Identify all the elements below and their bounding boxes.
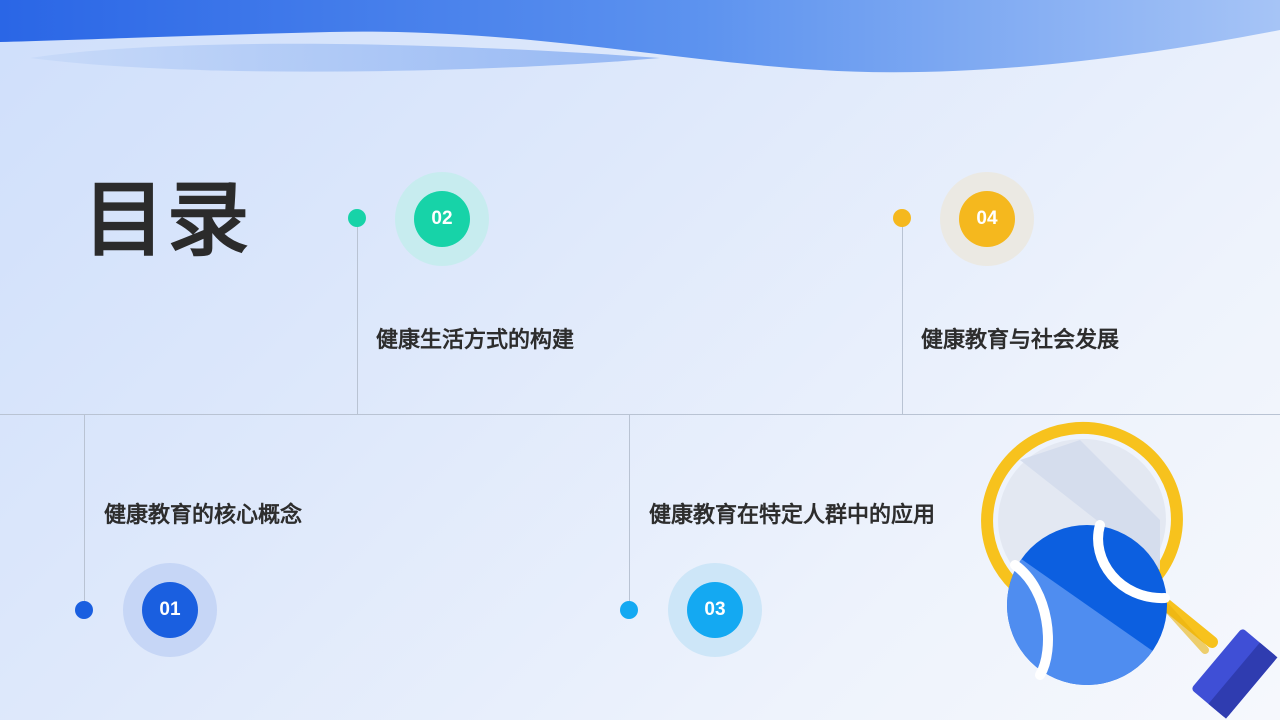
- badge-number-04: 04: [959, 191, 1015, 247]
- badge-number-03: 03: [687, 582, 743, 638]
- page-title: 目录: [83, 173, 252, 268]
- badge-04: 04: [940, 172, 1034, 266]
- badge-01: 01: [123, 563, 217, 657]
- toc-item-03[interactable]: 健康教育在特定人群中的应用: [649, 503, 936, 528]
- toc-item-01[interactable]: 健康教育的核心概念: [104, 503, 303, 528]
- timeline-dot-02: [348, 209, 366, 227]
- timeline-dot-04: [893, 209, 911, 227]
- timeline-connector-04: [902, 218, 903, 414]
- badge-03: 03: [668, 563, 762, 657]
- timeline-connector-01: [84, 414, 85, 610]
- tennis-racket-icon: [981, 421, 1278, 719]
- timeline-connector-02: [357, 218, 358, 414]
- badge-02: 02: [395, 172, 489, 266]
- badge-number-02: 02: [414, 191, 470, 247]
- timeline-connector-03: [629, 414, 630, 610]
- toc-item-04[interactable]: 健康教育与社会发展: [921, 328, 1120, 353]
- timeline-line: [0, 414, 1280, 415]
- toc-item-02[interactable]: 健康生活方式的构建: [376, 328, 575, 353]
- timeline-dot-03: [620, 601, 638, 619]
- badge-number-01: 01: [142, 582, 198, 638]
- tennis-ball-icon: [1007, 520, 1170, 685]
- top-wave-decoration: [0, 0, 1280, 73]
- timeline-dot-01: [75, 601, 93, 619]
